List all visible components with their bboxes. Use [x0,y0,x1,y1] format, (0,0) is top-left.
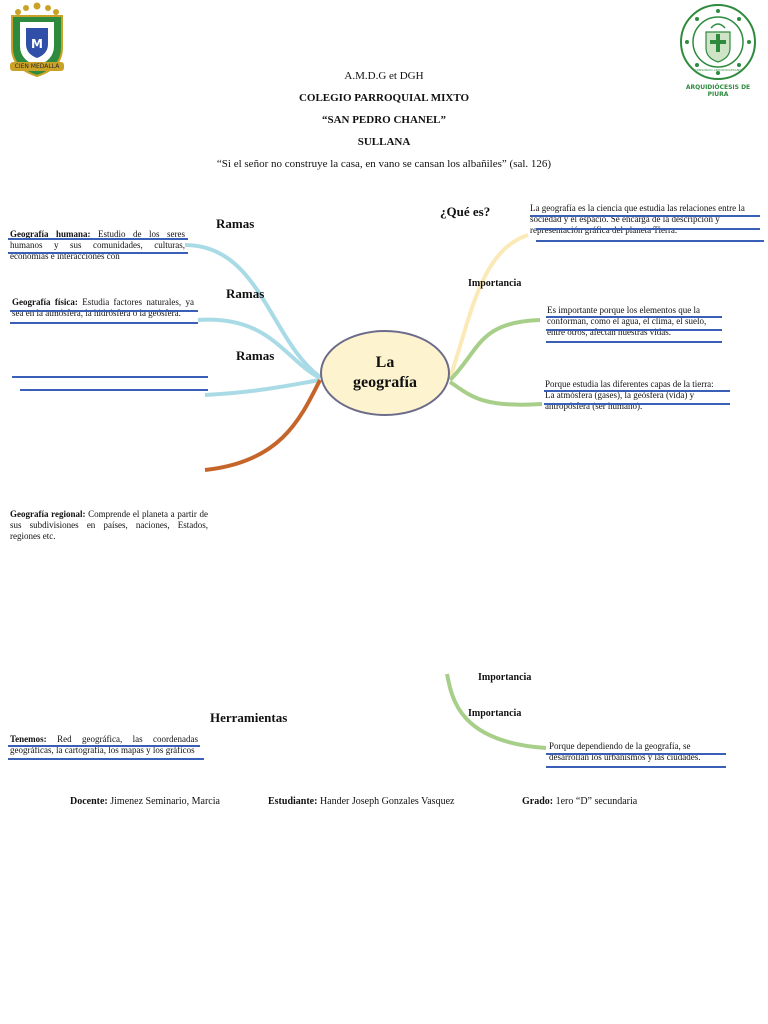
school-crest-logo: M CIEN MEDALLA [6,2,68,78]
underline [544,390,730,392]
branch-importancia-b [448,380,543,407]
seal-ring-text: CONSORCIO ARQUIDIOCESANO DE COLEGIOS PAR… [694,68,742,72]
label-que-es: ¿Qué es? [440,204,491,219]
title-tenemos: Tenemos: [10,734,47,744]
label-importancia-1: Importancia [468,278,522,289]
footer-grado: Grado: 1ero “D” secundaria [522,796,637,807]
branch-que-es [448,233,529,379]
label-ramas-2: Ramas [226,286,265,301]
text-definicion: La geografía es la ciencia que estudia l… [530,203,745,235]
grado-label: Grado: [522,796,554,807]
underline [8,758,204,760]
underline [546,341,722,343]
underline [536,240,764,242]
branch-regional [204,379,322,472]
underline [8,252,188,254]
text-importancia-c: Porque dependiendo de la geografía, se d… [549,741,701,762]
text-herramientas: Tenemos: Red geográfica, las coordenadas… [10,734,198,756]
body-geografia-humana: Estudio de los seres humanos y sus comun… [10,229,185,261]
underline [546,329,722,331]
branch-humana [184,243,322,379]
underline [546,316,722,318]
branch-importancia-c [445,673,547,750]
empty-branch-line [12,376,208,378]
grado-value: 1ero “D” secundaria [553,796,638,807]
label-importancia-3: Importancia [468,708,522,719]
quote: “Si el señor no construye la casa, en va… [216,158,552,170]
underline [544,403,730,405]
title-geografia-regional: Geografía regional: [10,509,86,519]
seal-caption: ARQUIDIÓCESIS DE PIURA [685,84,751,98]
underline [546,753,726,755]
central-topic-line2: geografía [353,374,417,391]
estudiante-label: Estudiante: [268,796,318,807]
label-importancia-2: Importancia [478,672,532,683]
school-name-line2: “SAN PEDRO CHANEL” [321,114,447,126]
title-geografia-fisica: Geografía física: [12,297,78,307]
estudiante-name: Hander Joseph Gonzales Vasquez [317,796,455,807]
underline [536,228,760,230]
docente-name: Jimenez Seminario, Marcia [107,796,220,807]
crest-banner-text: CIEN MEDALLA [14,63,60,70]
text-geografia-fisica: Geografía física: Estudia factores natur… [12,297,194,319]
footer-estudiante: Estudiante: Hander Joseph Gonzales Vasqu… [268,796,454,807]
text-importancia-a: Es importante porque los elementos que l… [547,305,707,337]
central-topic-node: La geografía [320,330,450,416]
underline [8,238,188,240]
central-topic-line1: La [375,354,395,371]
svg-text:M: M [31,37,43,51]
title-geografia-humana: Geografía humana: [10,229,91,239]
underline [530,215,760,217]
school-name-line1: COLEGIO PARROQUIAL MIXTO [298,92,470,104]
underline [10,310,198,312]
label-herramientas: Herramientas [210,710,288,725]
branch-importancia-a [448,318,541,382]
motto: A.M.D.G et DGH [344,70,424,82]
footer-docente: Docente: Jimenez Seminario, Marcia [70,796,220,807]
text-geografia-regional: Geografía regional: Comprende el planeta… [10,509,208,542]
label-ramas-3: Ramas [236,348,275,363]
docente-label: Docente: [70,796,108,807]
body-tenemos: Red geográfica, las coordenadas geográfi… [10,734,198,755]
city-name: SULLANA [357,136,411,148]
underline [8,745,200,747]
body-geografia-fisica: Estudia factores naturales, ya sea en la… [12,297,194,318]
underline [10,322,198,324]
text-importancia-b: Porque estudia las diferentes capas de l… [545,379,714,411]
label-ramas-1: Ramas [216,216,255,231]
branch-empty [204,378,321,397]
empty-branch-line [20,389,208,391]
branch-fisica [197,317,321,380]
body-geografia-regional: Comprende el planeta a partir de sus sub… [10,509,208,541]
consortium-seal-logo: CONSORCIO ARQUIDIOCESANO DE COLEGIOS PAR… [678,2,758,98]
underline [546,766,726,768]
text-geografia-humana: Geografía humana: Estudio de los seres h… [10,229,185,262]
